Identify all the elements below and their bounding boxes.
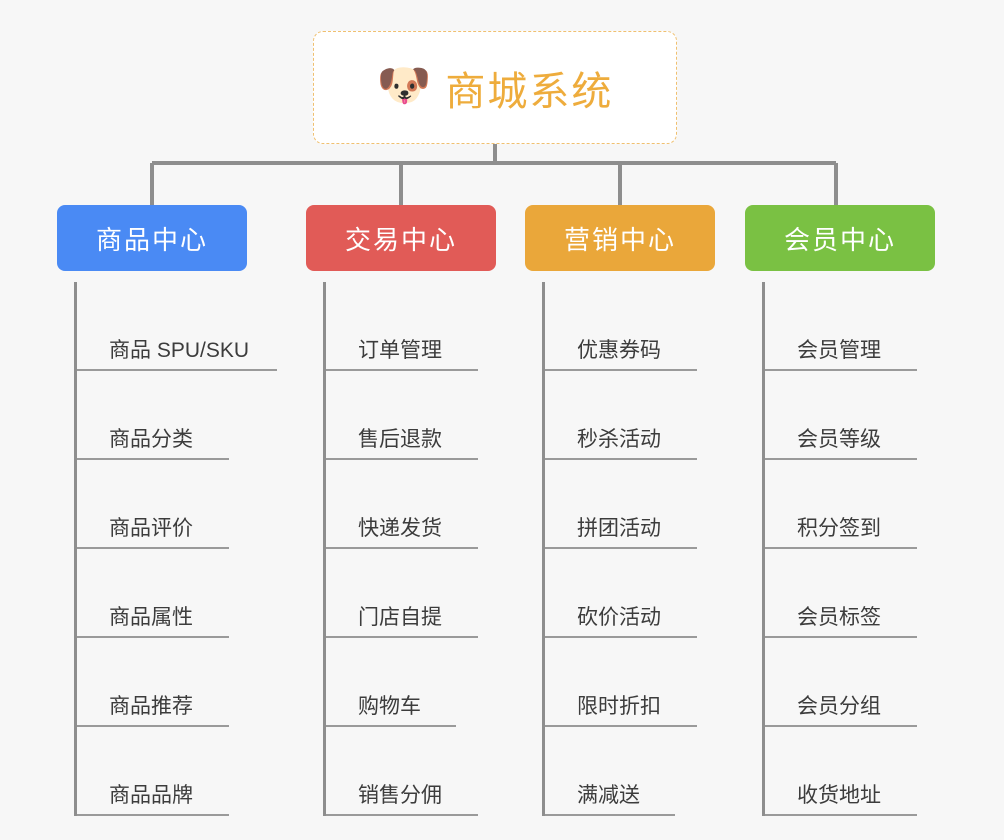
list-item-underline — [545, 725, 697, 727]
list-item-label: 购物车 — [358, 695, 421, 718]
list-item-label: 优惠券码 — [577, 339, 661, 362]
list-item[interactable]: 订单管理 — [326, 282, 496, 371]
column-member-center: 会员中心 会员管理 会员等级 积分签到 会员标签 会员分组 — [745, 205, 935, 816]
list-item-label: 商品属性 — [109, 606, 193, 629]
list-item-underline — [326, 814, 478, 816]
list-item[interactable]: 会员分组 — [765, 638, 935, 727]
list-item-underline — [765, 547, 917, 549]
list-item-underline — [545, 458, 697, 460]
root-node[interactable]: 🐶 商城系统 — [313, 31, 677, 144]
column-trade-center: 交易中心 订单管理 售后退款 快递发货 门店自提 购物车 — [306, 205, 496, 816]
column-items-product-center: 商品 SPU/SKU 商品分类 商品评价 商品属性 商品推荐 商品品牌 — [74, 282, 277, 816]
column-header-product-center[interactable]: 商品中心 — [57, 205, 247, 271]
list-item-label: 满减送 — [577, 784, 640, 807]
list-item-label: 商品品牌 — [109, 784, 193, 807]
list-item-underline — [77, 369, 277, 371]
list-item-underline — [765, 814, 917, 816]
list-item[interactable]: 商品 SPU/SKU — [77, 282, 277, 371]
list-item-underline — [326, 725, 456, 727]
list-item[interactable]: 积分签到 — [765, 460, 935, 549]
column-product-center: 商品中心 商品 SPU/SKU 商品分类 商品评价 商品属性 商品推荐 — [57, 205, 277, 816]
list-item-underline — [545, 814, 675, 816]
list-item-label: 积分签到 — [797, 517, 881, 540]
list-item-label: 商品 SPU/SKU — [109, 339, 250, 362]
list-item-underline — [77, 458, 229, 460]
list-item[interactable]: 商品评价 — [77, 460, 247, 549]
column-items-member-center: 会员管理 会员等级 积分签到 会员标签 会员分组 收货地址 — [762, 282, 935, 816]
list-item[interactable]: 会员等级 — [765, 371, 935, 460]
list-item[interactable]: 限时折扣 — [545, 638, 715, 727]
list-item-label: 会员等级 — [797, 428, 881, 451]
list-item-label: 商品推荐 — [109, 695, 193, 718]
list-item-underline — [326, 636, 478, 638]
column-header-marketing-center[interactable]: 营销中心 — [525, 205, 715, 271]
list-item[interactable]: 砍价活动 — [545, 549, 715, 638]
list-item-underline — [765, 458, 917, 460]
list-item[interactable]: 快递发货 — [326, 460, 496, 549]
list-item-underline — [326, 369, 478, 371]
list-item-label: 商品分类 — [109, 428, 193, 451]
dog-face-icon: 🐶 — [376, 60, 432, 110]
list-item-label: 拼团活动 — [577, 517, 661, 540]
list-item[interactable]: 门店自提 — [326, 549, 496, 638]
column-header-label: 会员中心 — [783, 224, 896, 255]
list-item[interactable]: 会员管理 — [765, 282, 935, 371]
list-item-underline — [326, 547, 478, 549]
list-item[interactable]: 售后退款 — [326, 371, 496, 460]
list-item[interactable]: 优惠券码 — [545, 282, 715, 371]
list-item-label: 限时折扣 — [577, 695, 661, 718]
list-item-underline — [765, 725, 917, 727]
list-item[interactable]: 购物车 — [326, 638, 496, 727]
list-item-label: 会员管理 — [797, 339, 881, 362]
list-item-label: 秒杀活动 — [577, 428, 661, 451]
list-item-label: 砍价活动 — [577, 606, 661, 629]
column-header-label: 营销中心 — [563, 224, 676, 255]
list-item-underline — [545, 636, 697, 638]
column-header-trade-center[interactable]: 交易中心 — [306, 205, 496, 271]
list-item[interactable]: 满减送 — [545, 727, 715, 816]
list-item-underline — [765, 369, 917, 371]
column-header-member-center[interactable]: 会员中心 — [745, 205, 935, 271]
list-item-underline — [77, 636, 229, 638]
list-item[interactable]: 秒杀活动 — [545, 371, 715, 460]
list-item[interactable]: 商品推荐 — [77, 638, 247, 727]
list-item-label: 快递发货 — [358, 517, 442, 540]
list-item-underline — [765, 636, 917, 638]
list-item-underline — [77, 547, 229, 549]
list-item-label: 销售分佣 — [358, 784, 442, 807]
list-item-label: 会员标签 — [797, 606, 881, 629]
list-item-underline — [545, 547, 697, 549]
list-item[interactable]: 拼团活动 — [545, 460, 715, 549]
root-title: 商城系统 — [445, 69, 614, 114]
list-item[interactable]: 商品品牌 — [77, 727, 247, 816]
list-item[interactable]: 商品分类 — [77, 371, 247, 460]
list-item-label: 门店自提 — [358, 606, 442, 629]
list-item[interactable]: 商品属性 — [77, 549, 247, 638]
column-marketing-center: 营销中心 优惠券码 秒杀活动 拼团活动 砍价活动 限时折扣 — [525, 205, 715, 816]
list-item-underline — [545, 369, 697, 371]
column-items-marketing-center: 优惠券码 秒杀活动 拼团活动 砍价活动 限时折扣 满减送 — [542, 282, 715, 816]
list-item[interactable]: 会员标签 — [765, 549, 935, 638]
list-item-underline — [77, 814, 229, 816]
list-item-label: 商品评价 — [109, 517, 193, 540]
column-header-label: 交易中心 — [344, 224, 457, 255]
list-item-label: 订单管理 — [358, 339, 442, 362]
column-header-label: 商品中心 — [95, 224, 208, 255]
column-items-trade-center: 订单管理 售后退款 快递发货 门店自提 购物车 销售分佣 — [323, 282, 496, 816]
list-item-underline — [77, 725, 229, 727]
list-item[interactable]: 销售分佣 — [326, 727, 496, 816]
list-item-underline — [326, 458, 478, 460]
list-item[interactable]: 收货地址 — [765, 727, 935, 816]
list-item-label: 售后退款 — [358, 428, 442, 451]
list-item-label: 会员分组 — [797, 695, 881, 718]
list-item-label: 收货地址 — [797, 784, 881, 807]
